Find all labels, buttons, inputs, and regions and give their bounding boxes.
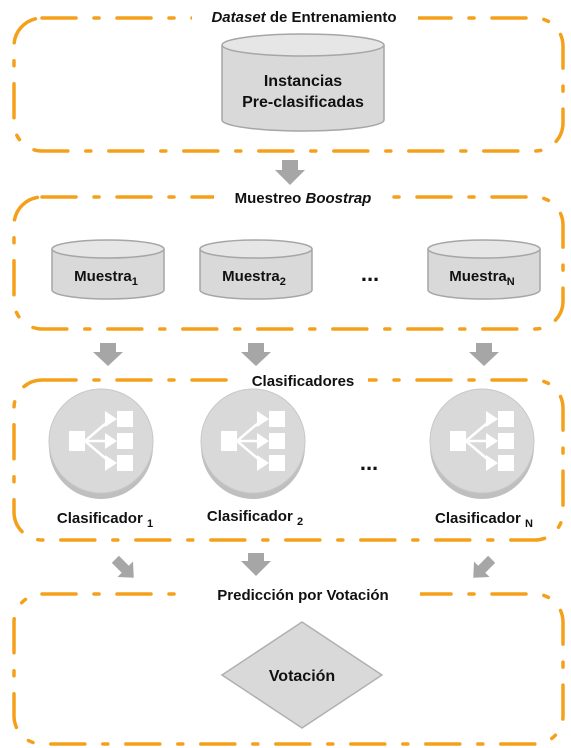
arrow-diagonal-icon <box>473 555 496 578</box>
database-label-line2: Pre-clasificadas <box>242 94 364 111</box>
classifier-label: Clasificador N <box>435 510 533 530</box>
arrow-down-icon <box>241 553 271 576</box>
sample-label: Muestra2 <box>222 268 286 288</box>
classifier-label: Clasificador 1 <box>57 510 153 530</box>
sample-cylinder <box>199 239 313 300</box>
sample-cylinder <box>51 239 165 300</box>
database-label-line1: Instancias <box>264 73 342 90</box>
sample-cylinder <box>427 239 541 300</box>
arrow-down-icon <box>93 343 123 366</box>
voting-label: Votación <box>269 668 335 685</box>
classifier-ellipsis: ... <box>360 450 378 475</box>
classifier-label: Clasificador 2 <box>207 508 303 528</box>
classifier-node <box>429 388 535 499</box>
classifiers-section-title: Clasificadores <box>252 373 355 390</box>
sample-label: MuestraN <box>449 268 515 288</box>
sample-label: Muestra1 <box>74 268 138 288</box>
sample-ellipsis: ... <box>361 261 379 286</box>
arrow-down-icon <box>241 343 271 366</box>
dataset-section-title: Dataset de Entrenamiento <box>211 9 396 26</box>
database-cylinder <box>221 33 385 132</box>
classifier-node <box>48 388 154 499</box>
voting-diamond <box>220 621 384 729</box>
classifier-node <box>200 388 306 499</box>
voting-section-title: Predicción por Votación <box>217 587 388 604</box>
arrow-down-icon <box>275 160 305 185</box>
arrow-down-icon <box>469 343 499 366</box>
arrow-diagonal-icon <box>111 555 134 578</box>
bootstrap-section-title: Muestreo Boostrap <box>235 190 372 207</box>
